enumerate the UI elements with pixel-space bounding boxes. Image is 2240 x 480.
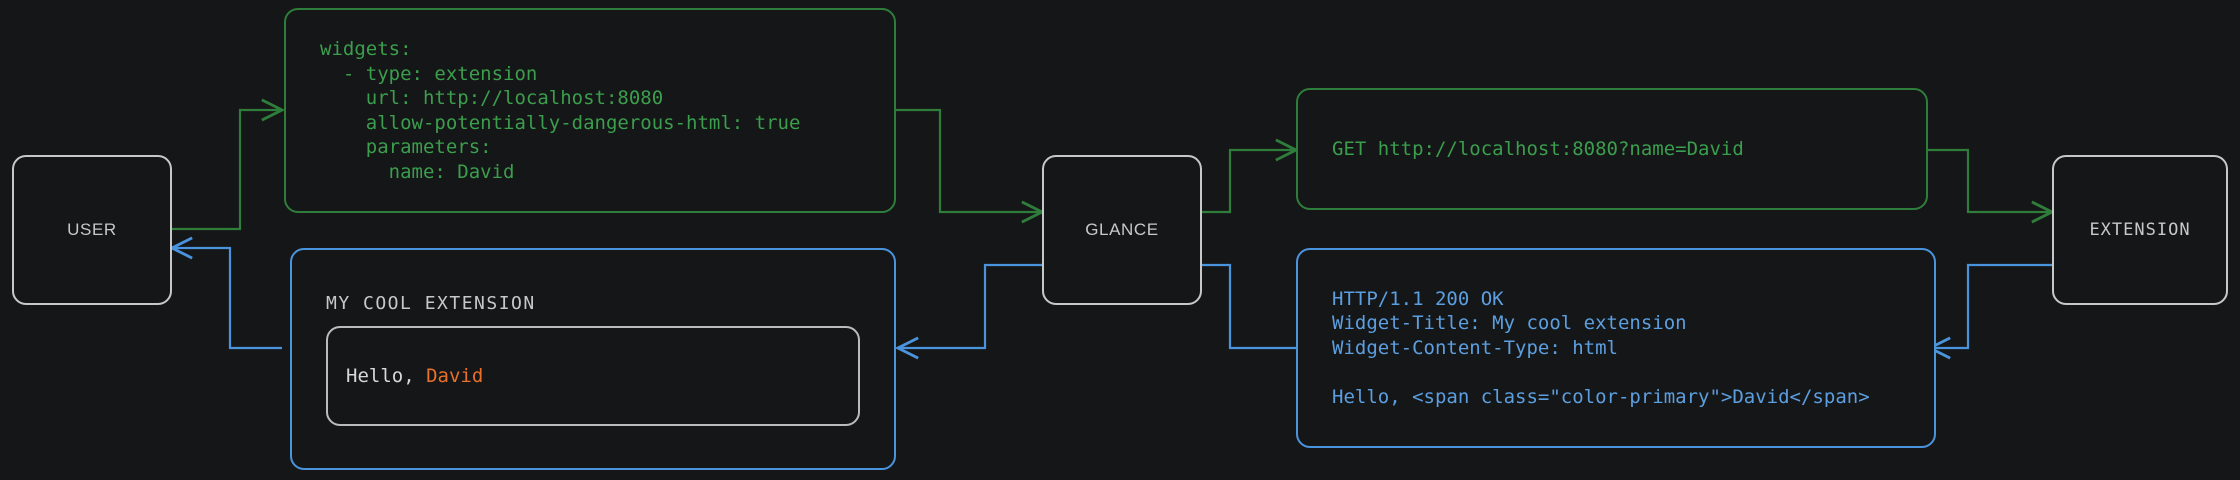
node-user-label: USER xyxy=(67,220,117,239)
widget-greeting-text: Hello, xyxy=(346,364,427,387)
edge-widget-to-user xyxy=(172,248,282,350)
node-user[interactable]: USER xyxy=(12,155,172,305)
widget-preview-box: MY COOL EXTENSION Hello, David xyxy=(290,248,896,470)
node-extension[interactable]: EXTENSION xyxy=(2052,155,2228,305)
widget-preview-card[interactable]: Hello, David xyxy=(326,325,860,426)
edge-glance-to-widget xyxy=(898,263,1042,348)
widget-preview-title: MY COOL EXTENSION xyxy=(326,292,536,314)
widget-preview-greeting: Hello, David xyxy=(328,365,483,387)
request-box: GET http://localhost:8080?name=David xyxy=(1296,88,1928,210)
edge-request-to-extension xyxy=(1928,148,2052,212)
widget-name-value: David xyxy=(426,364,484,387)
response-box: HTTP/1.1 200 OK Widget-Title: My cool ex… xyxy=(1296,248,1936,448)
edge-user-to-config xyxy=(172,110,282,231)
edge-extension-to-response xyxy=(1930,263,2052,348)
request-code: GET http://localhost:8080?name=David xyxy=(1332,137,1744,160)
edge-glance-to-request xyxy=(1174,150,1296,214)
edge-config-to-glance xyxy=(896,108,1042,212)
config-code: widgets: - type: extension url: http://l… xyxy=(320,38,801,183)
node-glance-label: GLANCE xyxy=(1085,220,1159,239)
node-glance[interactable]: GLANCE xyxy=(1042,155,1202,305)
config-box: widgets: - type: extension url: http://l… xyxy=(284,8,896,213)
node-extension-label: EXTENSION xyxy=(2089,220,2191,240)
response-code: HTTP/1.1 200 OK Widget-Title: My cool ex… xyxy=(1332,287,1870,408)
edge-response-to-glance xyxy=(1174,265,1296,350)
